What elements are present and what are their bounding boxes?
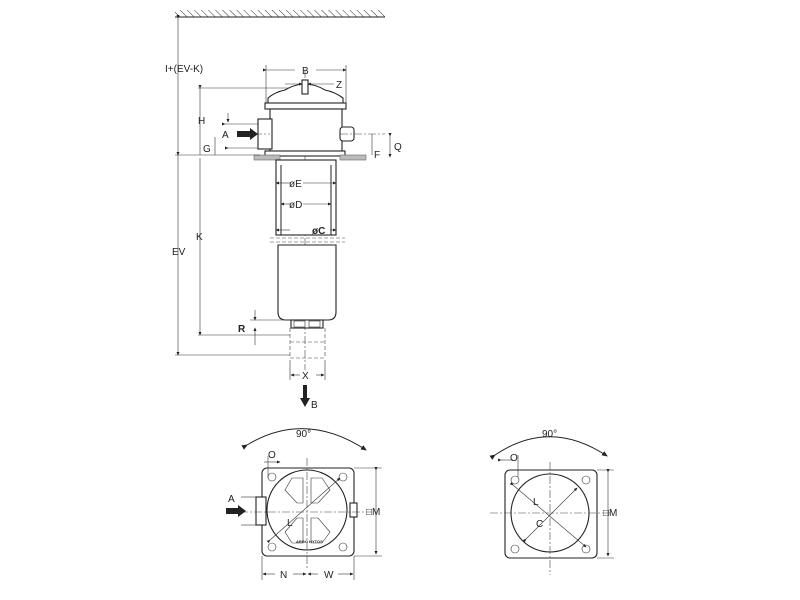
- cap-handle: [301, 79, 309, 95]
- flange: [264, 150, 346, 157]
- label-installation: I+(EV-K): [165, 64, 203, 75]
- filter-bowl: [277, 244, 337, 321]
- tank-plate-right: [339, 154, 367, 161]
- outlet-arrow-icon: [300, 385, 310, 407]
- label-g: G: [203, 144, 211, 155]
- label-m: □M: [366, 507, 380, 518]
- label-b-width: B: [302, 66, 309, 77]
- label-o: O: [510, 453, 518, 464]
- label-a-inlet: A: [228, 494, 235, 505]
- label-c: C: [536, 519, 543, 530]
- outlet-nipple: [290, 319, 324, 329]
- label-w: W: [324, 570, 334, 581]
- label-h: H: [198, 116, 205, 127]
- label-z: Z: [336, 80, 342, 91]
- label-ev: EV: [172, 247, 186, 258]
- inlet-arrow-icon: [226, 505, 246, 517]
- label-n: N: [280, 570, 287, 581]
- filter-tube: [275, 159, 337, 236]
- label-q: Q: [394, 142, 402, 153]
- logo-text: ARGO HYTOS: [296, 539, 323, 544]
- label-o: O: [268, 450, 276, 461]
- label-c: øC: [312, 226, 325, 237]
- side-port: [349, 502, 358, 518]
- tank-plate-left: [253, 154, 281, 161]
- label-l: L: [533, 497, 539, 508]
- label-m: □M: [603, 508, 617, 519]
- ceiling-hatch: [175, 10, 385, 18]
- top-view-flange: [489, 436, 614, 575]
- top-view-filter: ARGO HYTOS: [240, 428, 382, 580]
- label-r: R: [238, 324, 246, 335]
- cap-rim: [264, 102, 347, 110]
- label-b-outlet: B: [311, 400, 318, 411]
- label-angle: 90°: [542, 429, 557, 440]
- inlet-port: [255, 496, 267, 526]
- label-d: øD: [289, 200, 302, 211]
- side-dimensions: [175, 15, 392, 380]
- label-k: K: [196, 232, 203, 243]
- filter-head: [269, 108, 343, 156]
- label-f: F: [374, 150, 380, 161]
- label-l: L: [287, 518, 293, 529]
- label-a-inlet: A: [222, 130, 229, 141]
- label-e: øE: [289, 179, 302, 190]
- label-angle: 90°: [296, 429, 311, 440]
- inlet-arrow-icon: [237, 128, 258, 140]
- side-view: [240, 70, 385, 370]
- label-x: X: [302, 371, 309, 382]
